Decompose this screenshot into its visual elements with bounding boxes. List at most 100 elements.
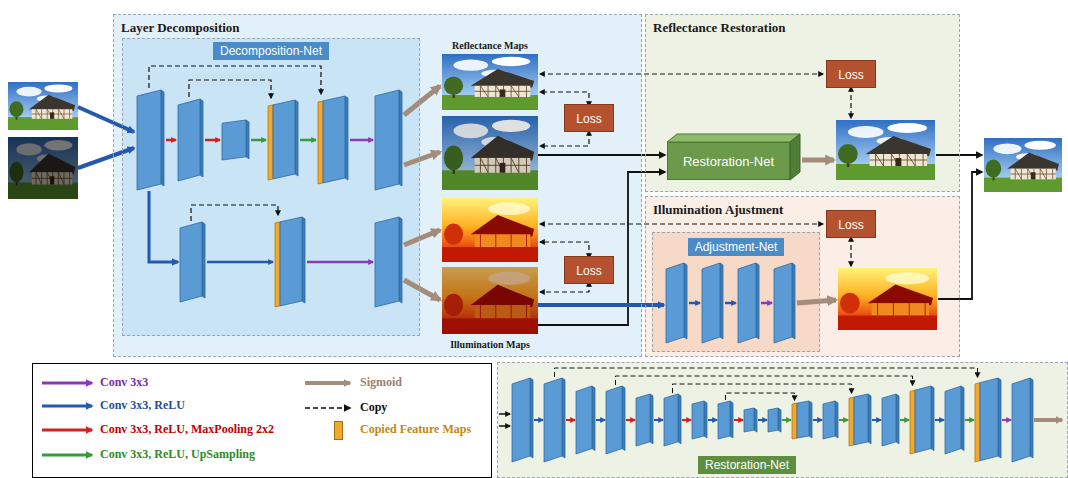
feature-map	[375, 90, 399, 190]
rect-shape	[122, 38, 420, 336]
g-shape	[42, 66, 1062, 462]
network-panel: Restoration-Net	[497, 362, 1068, 478]
box-label: Loss	[576, 264, 601, 278]
feature-map	[606, 386, 622, 454]
rect-shape	[497, 362, 1068, 478]
flow-arrow	[936, 154, 982, 156]
loss-box: Loss	[826, 210, 875, 238]
flow-arrow	[78, 107, 134, 132]
use-shape	[442, 198, 538, 262]
flow-arrow	[813, 419, 822, 421]
legend-text: Conv 3x3, ReLU, UpSampling	[100, 447, 255, 462]
feature-map-side	[868, 394, 871, 444]
feature-map-side	[530, 378, 533, 458]
feature-map	[797, 401, 809, 438]
flow-arrow	[654, 419, 663, 421]
flow-arrow	[499, 413, 510, 415]
flow-arrow	[42, 405, 92, 408]
flow-arrow	[404, 230, 440, 245]
legend-text: Sigmoid	[360, 375, 402, 390]
feature-map-side	[704, 401, 707, 438]
image-caption: Reflectance Maps	[452, 40, 528, 51]
box-label: Loss	[838, 218, 863, 232]
panel-title: Reflectance Restoration	[653, 20, 785, 36]
flow-arrow	[207, 261, 273, 264]
feature-map	[180, 222, 202, 302]
legend-swatch	[334, 421, 343, 440]
panel-title: Layer Decomposition	[121, 20, 240, 36]
feature-map	[915, 386, 931, 453]
copy-arrow	[540, 131, 589, 146]
use-shape	[838, 268, 937, 330]
feature-map	[702, 263, 720, 343]
panel-title: Adjustment-Net	[688, 238, 785, 256]
panel-title: Decomposition-Net	[213, 42, 329, 60]
copied-feature-map	[275, 222, 280, 307]
feature-map-side	[622, 386, 625, 451]
flow-arrow	[534, 419, 543, 421]
feature-map-side	[302, 217, 305, 303]
flow-arrow	[307, 261, 373, 264]
feature-map-side	[592, 386, 595, 451]
copied-feature-map	[975, 383, 980, 462]
copy-arrow	[540, 223, 823, 224]
copied-feature-map	[268, 105, 273, 180]
feature-map-side	[161, 90, 164, 186]
flow-arrow	[251, 139, 266, 142]
feature-map	[718, 401, 730, 439]
legend-text: Copied Feature Maps	[360, 422, 471, 437]
rect-shape	[442, 267, 538, 334]
network-block: Restoration-Net	[667, 142, 790, 180]
feature-map	[375, 217, 399, 307]
legend-text: Conv 3x3	[100, 375, 148, 390]
box-label: Loss	[576, 112, 601, 126]
feature-map-side	[202, 222, 205, 298]
copy-arrow	[191, 205, 278, 221]
stage-panel: Reflectance RestorationLossRestoration-N…	[645, 14, 960, 192]
use-shape	[8, 82, 78, 130]
box-label: Loss	[838, 68, 863, 82]
flow-arrow	[42, 429, 92, 432]
flow-arrow	[596, 419, 605, 421]
feature-map-side	[778, 408, 781, 432]
polygon-shape	[790, 134, 800, 180]
network-panel: Adjustment-Net	[652, 232, 820, 352]
feature-map-side	[345, 96, 348, 180]
loss-box: Loss	[564, 256, 613, 284]
flow-arrow	[900, 419, 909, 421]
flow-arrow	[626, 419, 635, 421]
flow-arrow	[839, 419, 848, 421]
loss-box: Loss	[564, 104, 613, 132]
legend-text: Conv 3x3, ReLU	[100, 398, 185, 413]
feature-map	[273, 100, 295, 179]
feature-map-side	[809, 401, 812, 438]
use-shape	[984, 138, 1062, 192]
feature-map	[738, 263, 756, 343]
flow-arrow	[782, 419, 791, 421]
flow-arrow	[149, 191, 178, 262]
copy-arrow	[726, 393, 795, 400]
flow-arrow	[300, 139, 316, 142]
feature-map	[774, 263, 792, 343]
rect-shape	[8, 137, 78, 199]
feature-map	[744, 408, 754, 432]
feature-map-side	[931, 386, 934, 451]
feature-map-side	[399, 217, 402, 303]
feature-map-side	[678, 394, 681, 444]
legend-text: Conv 3x3, ReLU, MaxPooling 2x2	[100, 422, 274, 437]
rect-shape	[33, 364, 492, 478]
copy-arrow	[850, 237, 851, 266]
use-shape	[836, 120, 935, 180]
flow-arrow	[1002, 419, 1011, 421]
flow-arrow	[42, 382, 92, 385]
rect-shape	[442, 116, 538, 190]
rect-shape	[645, 14, 960, 192]
flow-arrow	[305, 381, 350, 385]
feature-map	[280, 217, 302, 306]
feature-map	[636, 394, 650, 446]
feature-map-side	[650, 394, 653, 444]
feature-map-side	[792, 263, 795, 339]
rect-shape	[645, 196, 960, 357]
feature-map-side	[684, 263, 687, 339]
feature-map-side	[835, 401, 838, 438]
